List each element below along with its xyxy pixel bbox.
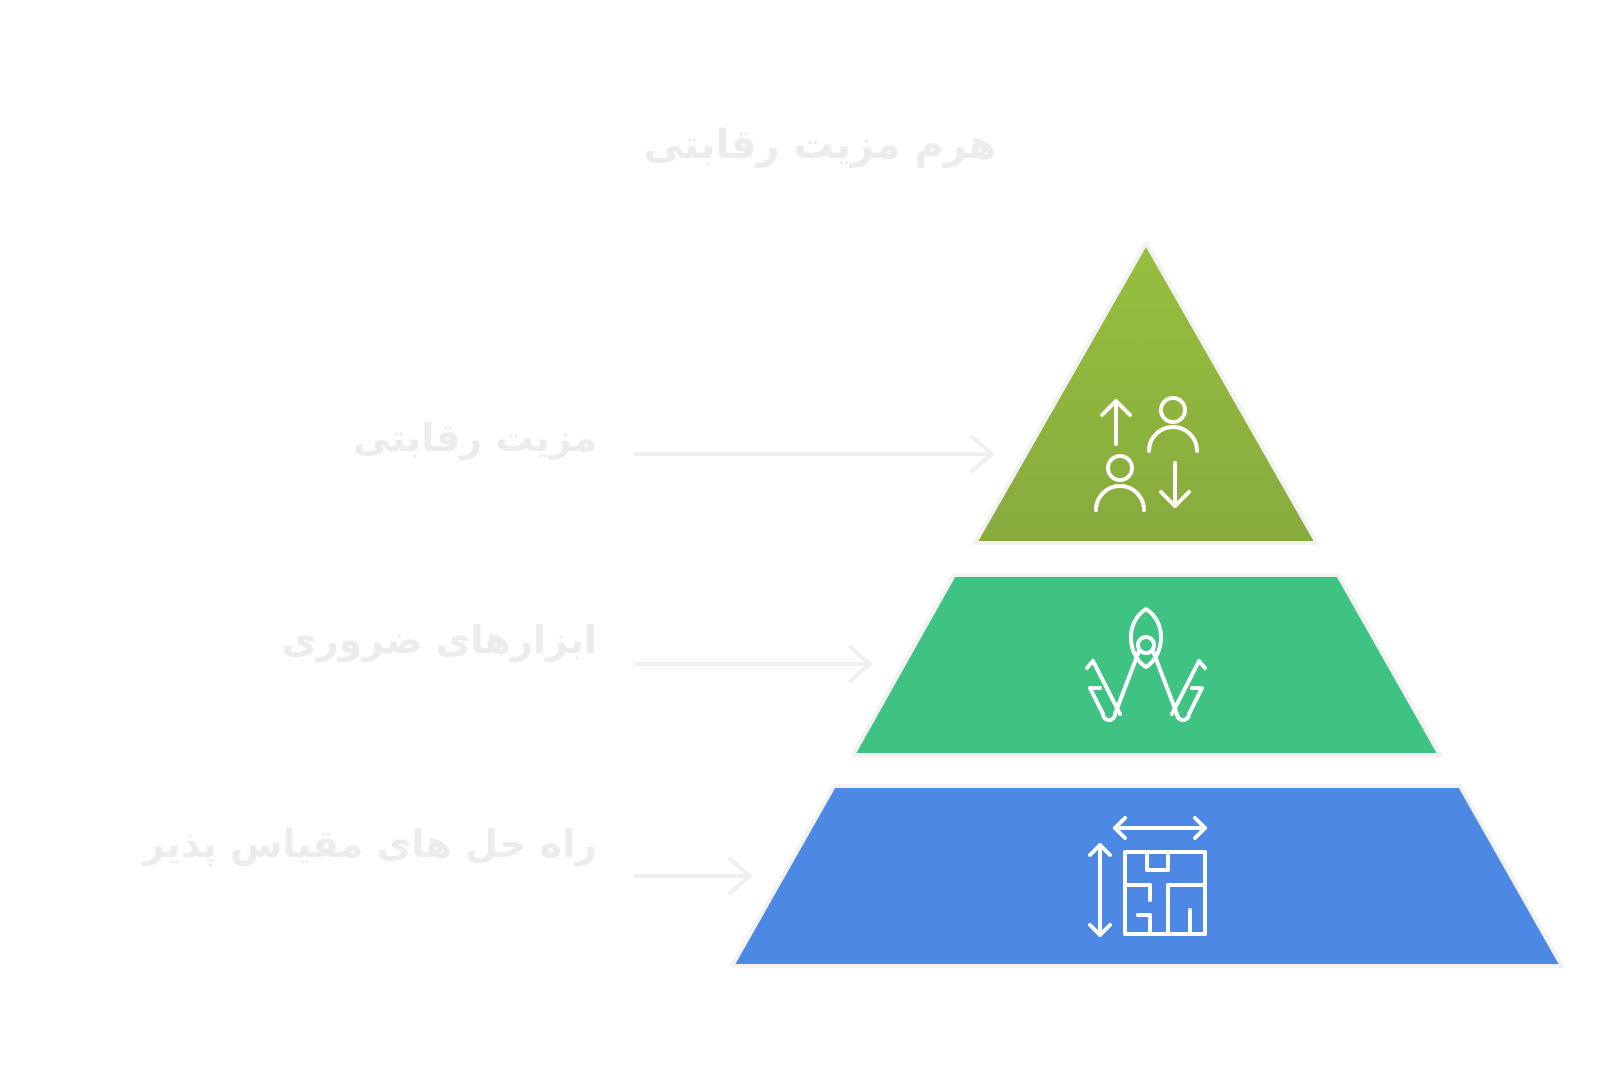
arrow-bottom — [633, 857, 752, 895]
multitool-icon — [1085, 607, 1207, 722]
level-label-middle: ابزارهای ضروری — [281, 618, 597, 662]
level-top-shape — [973, 241, 1319, 545]
level-label-bottom: راه حل های مقیاس پذیر — [142, 822, 597, 866]
people-ranking-icon — [1094, 396, 1199, 512]
arrow-middle — [633, 645, 872, 683]
level-bottom-shape — [730, 784, 1564, 968]
arrow-top — [633, 435, 994, 473]
diagram-title: هرم مزیت رقابتی — [643, 122, 997, 168]
level-label-top: مزیت رقابتی — [352, 416, 597, 460]
scalable-floorplan-icon — [1088, 816, 1207, 937]
